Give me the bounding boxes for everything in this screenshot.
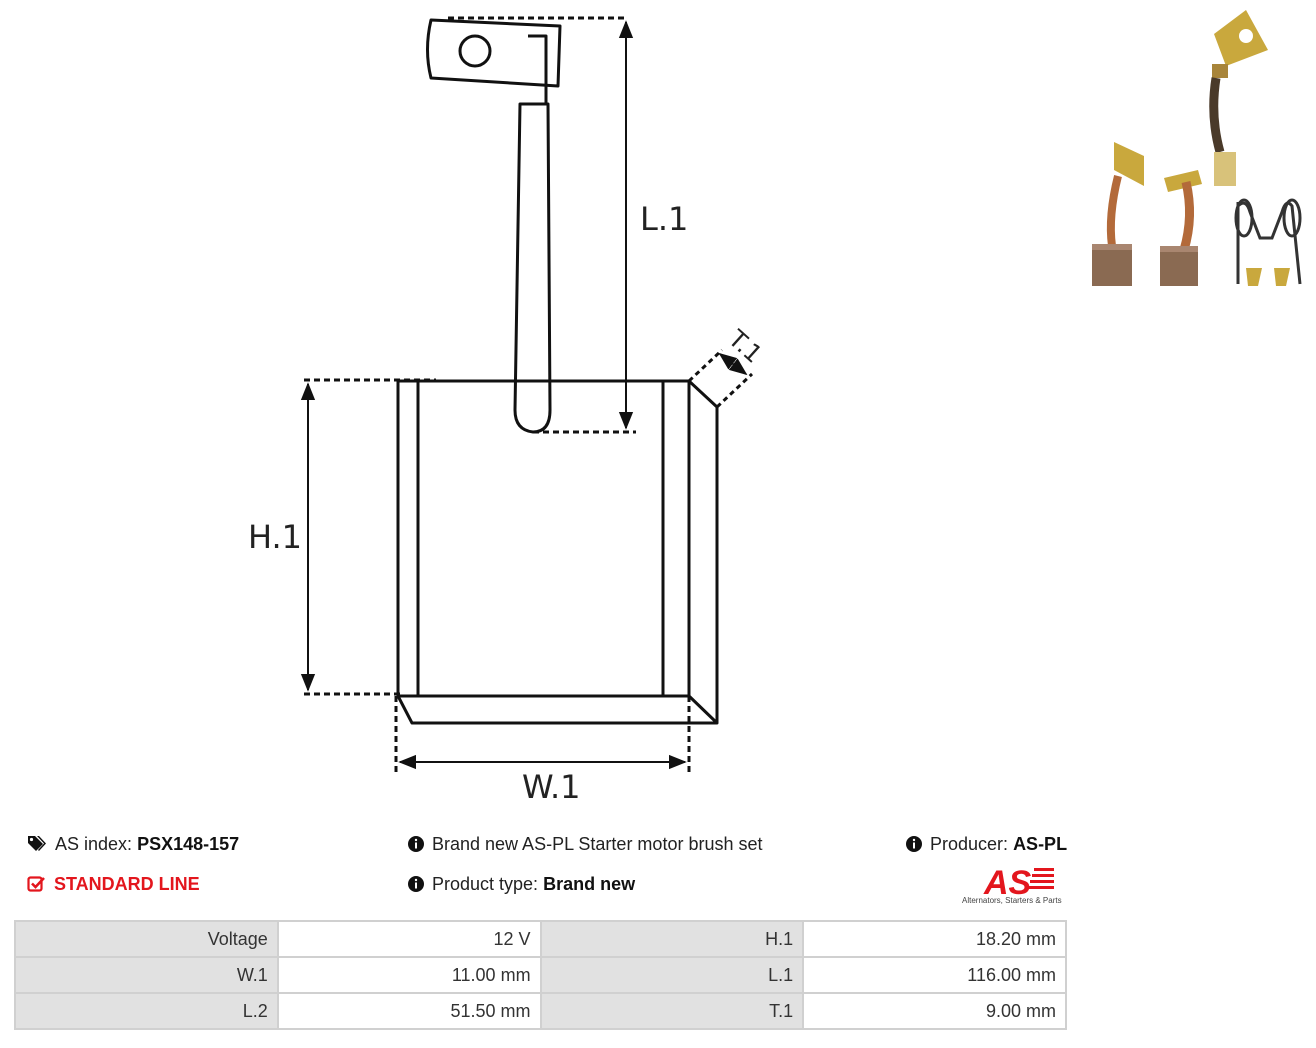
description-text: Brand new AS-PL Starter motor brush set <box>432 834 763 854</box>
as-index-row: AS index: PSX148-157 <box>27 833 239 855</box>
spec-key: T.1 <box>541 994 805 1030</box>
product-type-value: Brand new <box>543 874 636 894</box>
standard-line-label: STANDARD LINE <box>54 874 200 894</box>
spec-key: L.1 <box>541 958 805 994</box>
dim-line-t1 <box>718 352 748 376</box>
info-circle-icon <box>408 836 424 852</box>
spec-value: 12 V <box>278 920 542 958</box>
spec-value: 11.00 mm <box>278 958 542 994</box>
label-w1: W.1 <box>522 768 581 806</box>
spec-key: H.1 <box>541 920 805 958</box>
table-row: L.2 51.50 mm T.1 9.00 mm <box>14 994 1067 1030</box>
spec-key: L.2 <box>14 994 279 1030</box>
info-circle-icon <box>906 836 922 852</box>
logo-caption: Alternators, Starters & Parts <box>962 896 1062 905</box>
as-index-value: PSX148-157 <box>137 834 240 854</box>
table-row: W.1 11.00 mm L.1 116.00 mm <box>14 958 1067 994</box>
product-type-label: Product type: <box>432 874 539 894</box>
terminal-hole <box>458 34 492 68</box>
spec-key: W.1 <box>14 958 279 994</box>
label-l1: L.1 <box>640 200 688 238</box>
standard-line-badge: STANDARD LINE <box>27 873 200 895</box>
table-row: Voltage 12 V H.1 18.20 mm <box>14 920 1067 958</box>
brush-bottom <box>396 695 717 725</box>
spec-key: Voltage <box>14 920 279 958</box>
tags-icon <box>27 835 47 853</box>
as-index-label: AS index: <box>55 834 133 854</box>
spec-value: 18.20 mm <box>804 920 1067 958</box>
shunt-wire <box>513 102 552 434</box>
product-type-row: Product type: Brand new <box>408 873 635 895</box>
as-pl-logo: AS <box>983 864 1054 902</box>
label-h1: H.1 <box>248 518 302 556</box>
brush-body <box>396 379 691 698</box>
dimension-drawing: L.1 H.1 W.1 T.1 <box>248 16 768 806</box>
info-circle-icon <box>408 876 424 892</box>
logo-text: AS <box>983 864 1032 902</box>
producer-label: Producer: <box>930 834 1009 854</box>
spec-value: 116.00 mm <box>804 958 1067 994</box>
terminal-lug <box>426 18 562 88</box>
producer-value: AS-PL <box>1013 834 1068 854</box>
brush-side <box>687 379 719 725</box>
check-square-icon <box>27 875 46 893</box>
spec-value: 51.50 mm <box>278 994 542 1030</box>
producer-row: Producer: AS-PL <box>906 833 1067 855</box>
spec-value: 9.00 mm <box>804 994 1067 1030</box>
product-photo <box>1092 10 1302 286</box>
description-row: Brand new AS-PL Starter motor brush set <box>408 833 763 855</box>
specs-table: Voltage 12 V H.1 18.20 mm W.1 11.00 mm L… <box>14 920 1067 1030</box>
